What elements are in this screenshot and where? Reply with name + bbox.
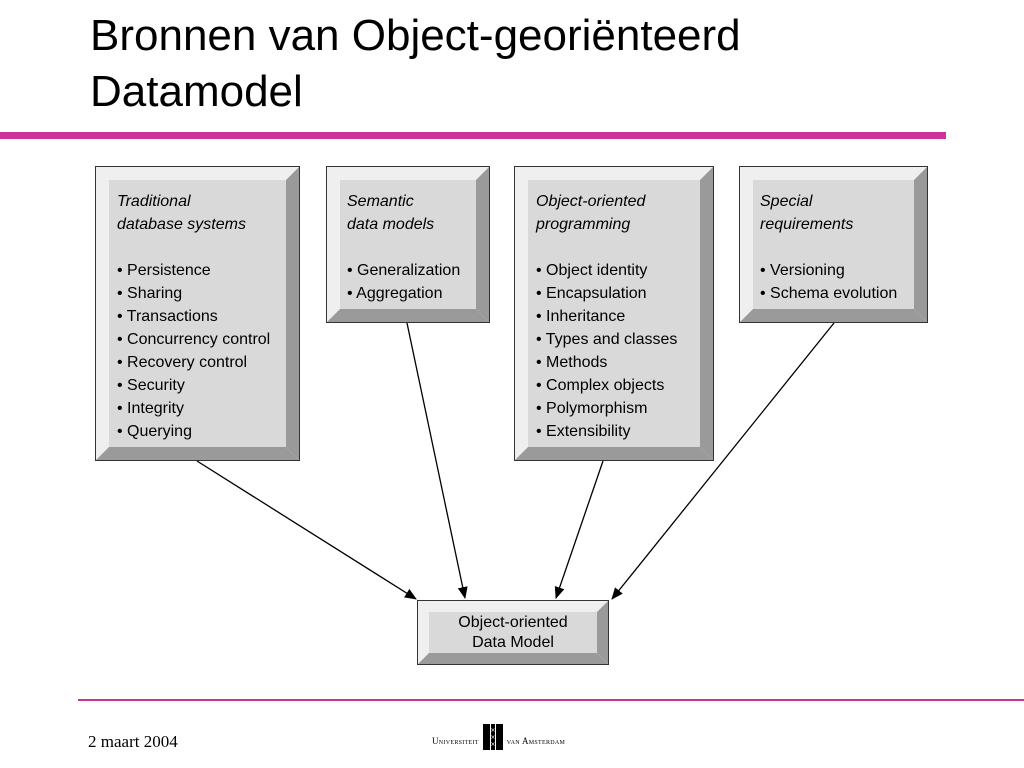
bevel-left xyxy=(95,166,109,461)
box-outline xyxy=(417,600,609,665)
source-box-traditional: Traditional database systems Persistence… xyxy=(117,190,270,443)
bevel-bottom xyxy=(417,653,609,665)
bevel-left xyxy=(417,600,429,665)
bevel-right xyxy=(286,166,300,461)
footer-divider xyxy=(78,699,1024,701)
heading-line: Special xyxy=(760,193,813,210)
list-item: Integrity xyxy=(117,397,270,420)
bevel-left xyxy=(514,166,528,461)
list-item: Schema evolution xyxy=(760,282,897,305)
heading-line: requirements xyxy=(760,216,854,233)
list-item: Querying xyxy=(117,420,270,443)
bevel-top xyxy=(326,166,490,180)
slide-title-line: Bronnen van Object-georiënteerd xyxy=(90,11,741,60)
source-box-oop: Object-oriented programming Object ident… xyxy=(536,190,677,443)
heading-line: data models xyxy=(347,216,435,233)
feature-list: Object identity Encapsulation Inheritanc… xyxy=(536,259,678,443)
list-item: Encapsulation xyxy=(536,282,677,305)
list-item: Types and classes xyxy=(536,328,678,351)
bevel-left xyxy=(326,166,340,323)
university-logo: Universiteit × × × van Amsterdam xyxy=(432,720,565,750)
bevel-right xyxy=(700,166,714,461)
list-item: Transactions xyxy=(117,305,270,328)
svg-text:×: × xyxy=(490,727,495,734)
bevel-right xyxy=(476,166,490,323)
list-item: Persistence xyxy=(117,259,270,282)
box-face xyxy=(429,612,597,653)
heading-line: Traditional xyxy=(117,193,191,210)
bevel-top xyxy=(739,166,928,180)
source-heading: Semantic data models xyxy=(347,190,460,236)
source-box-semantic: Semantic data models Generalization Aggr… xyxy=(347,190,460,305)
arrow-oop-to-target xyxy=(554,460,604,599)
bevel-bottom xyxy=(326,309,490,323)
bevel-bottom xyxy=(95,447,300,461)
list-item: Concurrency control xyxy=(117,328,270,351)
box-outline xyxy=(739,166,928,323)
source-heading: Special requirements xyxy=(760,190,897,236)
title-divider xyxy=(0,132,946,139)
heading-line: database systems xyxy=(117,216,246,233)
list-item: Sharing xyxy=(117,282,270,305)
list-item: Recovery control xyxy=(117,351,270,374)
crest-icon: × × × xyxy=(482,724,503,750)
arrow-special-to-target xyxy=(611,322,835,600)
svg-text:×: × xyxy=(490,741,495,748)
list-item: Polymorphism xyxy=(536,397,677,420)
logo-word-right: van Amsterdam xyxy=(506,736,566,746)
slide-title: Bronnen van Object-georiënteerd Datamode… xyxy=(90,8,990,120)
bevel-bottom xyxy=(514,447,714,461)
bevel-top xyxy=(417,600,609,612)
source-heading: Object-oriented programming xyxy=(536,190,677,236)
feature-list: Persistence Sharing Transactions Concurr… xyxy=(117,259,270,443)
list-item: Security xyxy=(117,374,270,397)
heading-line: programming xyxy=(536,216,631,233)
svg-text:×: × xyxy=(490,734,495,741)
arrow-traditional-to-target xyxy=(196,460,417,600)
box-outline xyxy=(514,166,714,461)
list-item: Inheritance xyxy=(536,305,677,328)
feature-list: Versioning Schema evolution xyxy=(760,259,897,305)
heading-line: Semantic xyxy=(347,193,414,210)
bevel-top xyxy=(514,166,714,180)
list-item: Aggregation xyxy=(347,282,460,305)
bevel-right xyxy=(914,166,928,323)
list-item: Object identity xyxy=(536,259,677,282)
list-item: Generalization xyxy=(347,259,460,282)
bevel-top xyxy=(95,166,300,180)
list-item: Methods xyxy=(536,351,677,374)
source-heading: Traditional database systems xyxy=(117,190,270,236)
slide-title-line: Datamodel xyxy=(90,67,303,116)
bevel-bottom xyxy=(739,309,928,323)
box-outline xyxy=(95,166,300,461)
logo-word-left: Universiteit xyxy=(432,736,479,746)
feature-list: Generalization Aggregation xyxy=(347,259,460,305)
bevel-right xyxy=(597,600,609,665)
source-box-special: Special requirements Versioning Schema e… xyxy=(760,190,897,305)
list-item: Extensibility xyxy=(536,420,677,443)
list-item: Versioning xyxy=(760,259,897,282)
slide-date: 2 maart 2004 xyxy=(88,732,178,751)
target-box-frame xyxy=(417,600,609,665)
target-line: Data Model xyxy=(472,634,554,651)
box-outline xyxy=(326,166,490,323)
target-line: Object-oriented xyxy=(458,614,568,631)
target-box-label: Object-oriented Data Model xyxy=(418,613,608,653)
bevel-left xyxy=(739,166,753,323)
heading-line: Object-oriented xyxy=(536,193,646,210)
list-item: Complex objects xyxy=(536,374,677,397)
arrow-semantic-to-target xyxy=(406,322,468,599)
